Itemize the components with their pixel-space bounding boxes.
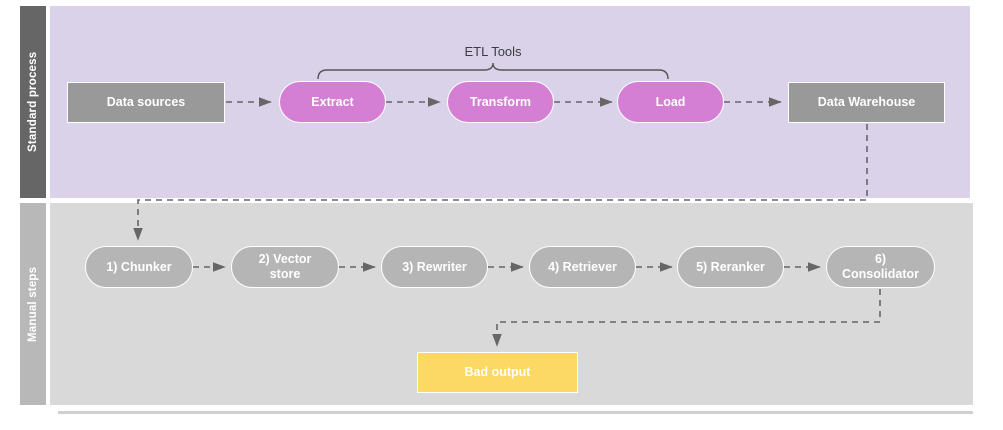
node-reranker[interactable]: 5) Reranker [677, 246, 784, 288]
node-load[interactable]: Load [617, 81, 724, 123]
node-consolidator[interactable]: 6) Consolidator [826, 246, 935, 288]
lane-label-manual-steps: Manual steps [20, 203, 46, 405]
node-extract[interactable]: Extract [279, 81, 386, 123]
etl-tools-label: ETL Tools [464, 44, 522, 59]
node-transform[interactable]: Transform [447, 81, 554, 123]
node-vector-store[interactable]: 2) Vector store [231, 246, 339, 288]
node-retriever[interactable]: 4) Retriever [529, 246, 636, 288]
node-data-sources[interactable]: Data sources [67, 82, 225, 123]
node-chunker[interactable]: 1) Chunker [85, 246, 193, 288]
lane-label-standard-process: Standard process [20, 6, 46, 198]
node-data-warehouse[interactable]: Data Warehouse [788, 82, 945, 123]
node-rewriter[interactable]: 3) Rewriter [381, 246, 488, 288]
node-bad-output[interactable]: Bad output [417, 352, 578, 393]
bottom-divider [58, 411, 973, 414]
